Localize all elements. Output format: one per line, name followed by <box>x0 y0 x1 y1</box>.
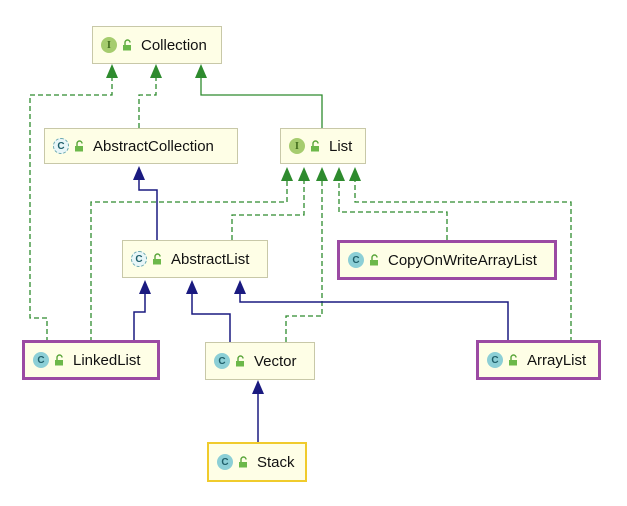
node-label: Collection <box>141 36 207 54</box>
edge-arraylist-abstractlist <box>239 292 509 342</box>
edge-arraylist-list <box>354 180 572 342</box>
edge-abstractcollection-collection <box>138 77 157 128</box>
node-stack[interactable]: C Stack <box>207 442 307 482</box>
green-arrowheads <box>106 64 361 181</box>
arrowhead <box>333 167 345 181</box>
implements-lines <box>29 77 572 342</box>
node-label: LinkedList <box>73 351 141 369</box>
node-array-list[interactable]: C ArrayList <box>476 340 601 380</box>
extends-lines <box>133 178 509 442</box>
arrowhead <box>133 166 145 180</box>
arrowhead <box>150 64 162 78</box>
arrowhead <box>252 380 264 394</box>
edge-linkedlist-collection <box>29 77 113 342</box>
node-copy-on-write-array-list[interactable]: C CopyOnWriteArrayList <box>337 240 557 280</box>
class-icon: C <box>487 352 503 368</box>
node-abstract-collection[interactable]: C AbstractCollection <box>44 128 238 164</box>
node-list[interactable]: I List <box>280 128 366 164</box>
arrowhead <box>316 167 328 181</box>
edge-abstractlist-abstractcollection <box>138 178 158 240</box>
unlock-icon <box>55 354 63 366</box>
edge-vector-abstractlist <box>191 292 231 342</box>
arrowhead <box>234 280 246 294</box>
arrowhead <box>349 167 361 181</box>
interface-icon: I <box>101 37 117 53</box>
edge-linkedlist-abstractlist <box>133 292 146 342</box>
arrowhead <box>195 64 207 78</box>
arrowhead <box>186 280 198 294</box>
unlock-icon <box>236 355 244 367</box>
node-label: CopyOnWriteArrayList <box>388 251 537 269</box>
class-icon: C <box>33 352 49 368</box>
class-icon: C <box>217 454 233 470</box>
node-abstract-list[interactable]: C AbstractList <box>122 240 268 278</box>
class-icon: C <box>214 353 230 369</box>
arrowhead <box>139 280 151 294</box>
unlock-icon <box>123 39 131 51</box>
edge-abstractlist-list <box>231 180 305 240</box>
unlock-icon <box>370 254 378 266</box>
class-icon: C <box>348 252 364 268</box>
abstract-class-icon: C <box>131 251 147 267</box>
edge-list-collection <box>200 77 323 128</box>
node-linked-list[interactable]: C LinkedList <box>22 340 160 380</box>
node-vector[interactable]: C Vector <box>205 342 315 380</box>
unlock-icon <box>509 354 517 366</box>
node-label: Stack <box>257 453 295 471</box>
interface-icon: I <box>289 138 305 154</box>
unlock-icon <box>311 140 319 152</box>
abstract-class-icon: C <box>53 138 69 154</box>
edge-vector-list <box>285 180 323 342</box>
node-label: ArrayList <box>527 351 587 369</box>
node-label: AbstractCollection <box>93 137 214 155</box>
edge-linkedlist-list <box>90 180 288 342</box>
node-label: Vector <box>254 352 297 370</box>
node-label: AbstractList <box>171 250 250 268</box>
arrowhead <box>106 64 118 78</box>
unlock-icon <box>153 253 161 265</box>
navy-arrowheads <box>133 166 264 394</box>
arrowhead <box>298 167 310 181</box>
node-collection[interactable]: I Collection <box>92 26 222 64</box>
arrowhead <box>281 167 293 181</box>
unlock-icon <box>239 456 247 468</box>
edge-copyonwrite-list <box>338 180 448 240</box>
node-label: List <box>329 137 353 155</box>
unlock-icon <box>75 140 83 152</box>
